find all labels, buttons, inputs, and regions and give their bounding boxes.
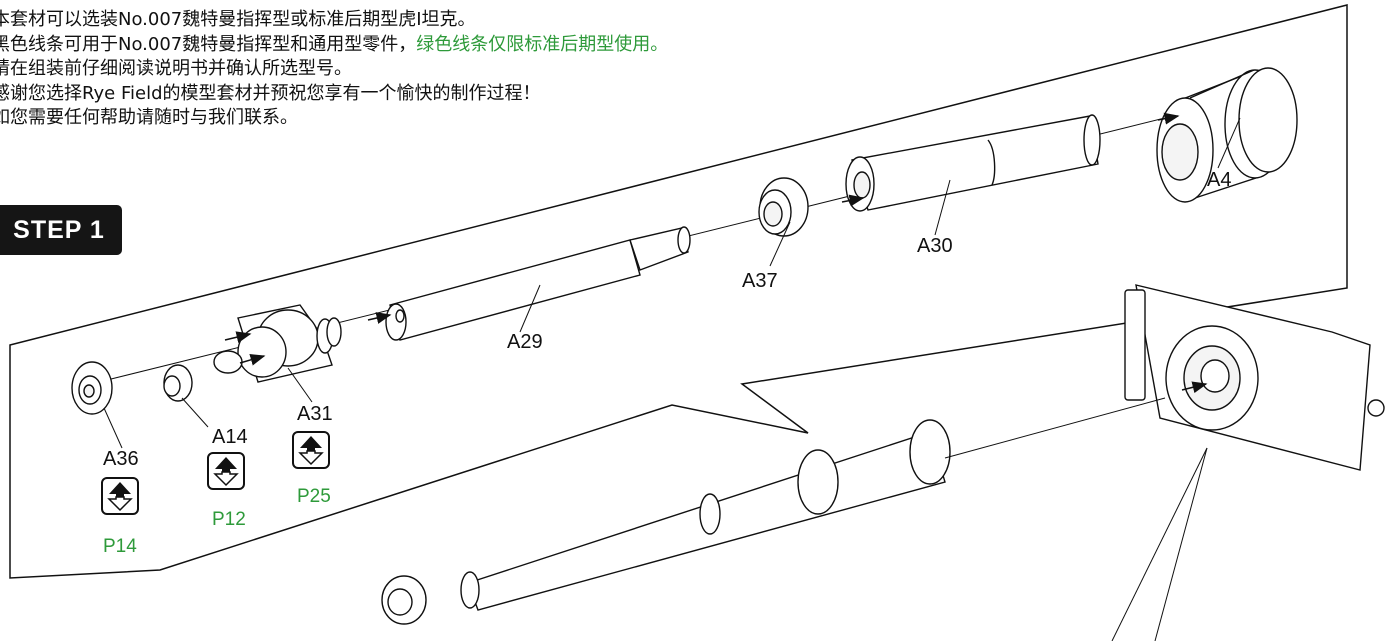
intro-line-4: 感谢您选择Rye Field的模型套材并预祝您享有一个愉快的制作过程！ xyxy=(0,82,541,104)
part-a4 xyxy=(1156,67,1298,203)
label-a36: A36 xyxy=(103,448,139,470)
label-a4: A4 xyxy=(1207,169,1231,191)
part-a29 xyxy=(385,226,691,341)
connector-lines xyxy=(944,397,1208,641)
up-arrow-box-icon xyxy=(207,452,245,490)
leader-lines xyxy=(103,117,1241,449)
intro-line-3: 请在组装前仔细阅读说明书并确认所选型号。 xyxy=(0,58,352,79)
part-a14 xyxy=(163,364,193,402)
intro-line-1: 本套材可以选装No.007魏特曼指挥型或标准后期型虎I坦克。 xyxy=(0,9,476,30)
part-a30 xyxy=(845,114,1101,212)
assembly-arrows xyxy=(224,112,1208,394)
up-arrow-box-icon xyxy=(101,477,139,515)
page-ref-a14: P12 xyxy=(212,509,246,530)
step-badge: STEP 1 xyxy=(0,205,122,255)
gun-mantlet xyxy=(1124,284,1385,471)
assembled-barrel xyxy=(381,419,951,625)
up-arrow-box-icon xyxy=(292,431,330,469)
label-a37: A37 xyxy=(742,270,778,292)
intro-line-2-green: 绿色线条仅限标准后期型使用。 xyxy=(416,33,669,55)
page-ref-a36: P14 xyxy=(103,536,137,557)
label-a31: A31 xyxy=(297,403,333,425)
intro-text: 本套材可以选装No.007魏特曼指挥型或标准后期型虎I坦克。 黑色线条可用于No… xyxy=(0,8,668,131)
page-ref-a31: P25 xyxy=(297,486,331,507)
label-a30: A30 xyxy=(917,235,953,257)
part-a37 xyxy=(758,177,809,237)
callout-panel-outline xyxy=(9,4,1348,579)
label-a14: A14 xyxy=(212,426,248,448)
intro-line-5: 如您需要任何帮助请随时与我们联系。 xyxy=(0,107,298,128)
intro-line-2-black: 黑色线条可用于No.007魏特曼指挥型和通用型零件， xyxy=(0,33,417,55)
label-a29: A29 xyxy=(507,331,543,353)
part-a31 xyxy=(213,304,342,383)
part-a36 xyxy=(71,361,113,415)
intro-line-2: 黑色线条可用于No.007魏特曼指挥型和通用型零件，绿色线条仅限标准后期型使用。 xyxy=(0,33,668,58)
